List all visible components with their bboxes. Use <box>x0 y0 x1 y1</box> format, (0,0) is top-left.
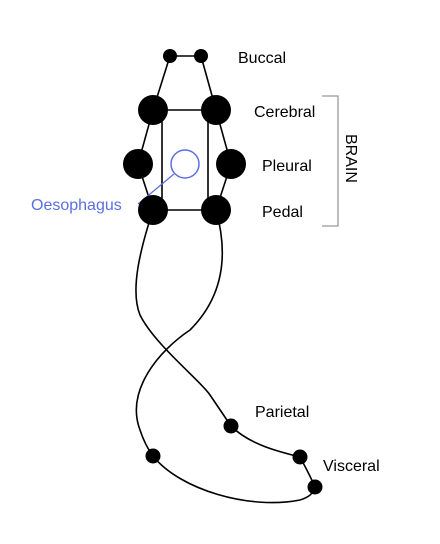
ganglia <box>123 49 323 495</box>
cerebral-ganglion-right <box>201 95 231 125</box>
visceral-ganglion-upper <box>292 449 308 465</box>
label-parietal: Parietal <box>255 404 309 421</box>
buccal-ganglion-right <box>194 49 208 63</box>
pedal-ganglion-right <box>201 195 231 225</box>
pleural-ganglion-right <box>216 149 246 179</box>
pedal-ganglion-left <box>138 195 168 225</box>
label-pedal: Pedal <box>262 204 303 221</box>
buccal-ganglion-left <box>163 49 177 63</box>
cerebral-ganglion-left <box>138 95 168 125</box>
label-pleural: Pleural <box>262 158 312 175</box>
label-cerebral: Cerebral <box>254 104 315 121</box>
parietal-ganglion <box>223 418 239 434</box>
label-visceral: Visceral <box>323 458 380 475</box>
visceral-loop-lower-cord <box>152 455 316 504</box>
visceral-ganglion-lower <box>307 479 323 495</box>
left-visceral-loop-ganglion <box>145 448 161 464</box>
oesophagus-ring <box>170 149 200 179</box>
label-oesophagus: Oesophagus <box>31 197 122 214</box>
visceral-loop-right-cord <box>135 209 223 457</box>
brain-bracket <box>322 95 339 227</box>
label-buccal: Buccal <box>238 50 286 67</box>
label-brain: BRAIN <box>342 134 359 183</box>
pleural-ganglion-left <box>123 149 153 179</box>
nerve-connectives <box>135 55 316 504</box>
visceral-loop-left-cord <box>135 209 232 427</box>
